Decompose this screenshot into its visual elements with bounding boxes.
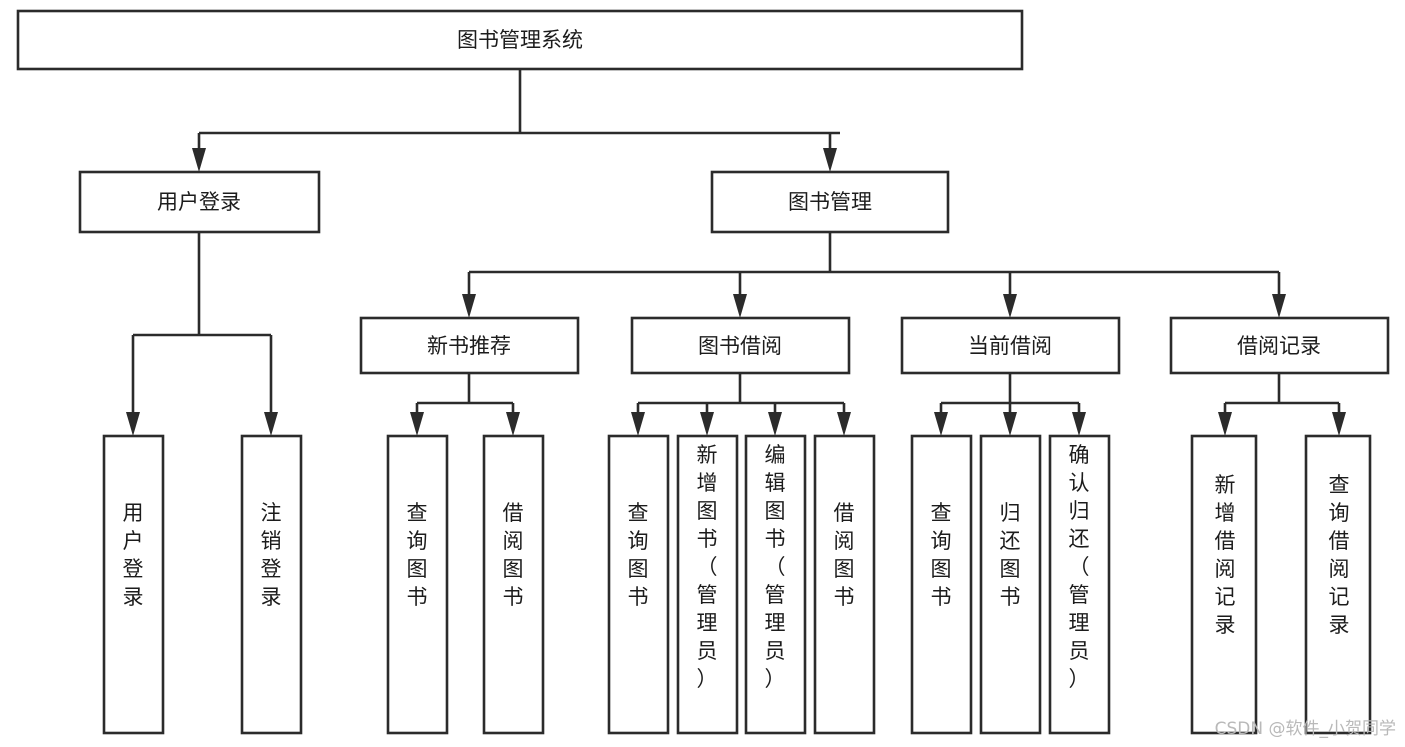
node-current-borrow-label: 当前借阅 (968, 334, 1052, 358)
node-root[interactable]: 图书管理系统 (16, 9, 1024, 71)
node-leaf-logout-login[interactable]: 注销登录 (240, 434, 303, 735)
arrow-head-book-borrow (733, 294, 747, 318)
arrow-head-leaf-add-book (700, 412, 714, 436)
arrow-head-leaf-query-book-3 (934, 412, 948, 436)
node-leaf-logout-login-label: 注销登录 (261, 501, 282, 609)
node-leaf-borrow-book-2[interactable]: 借阅图书 (813, 434, 876, 735)
node-leaf-logout-login-box[interactable] (240, 434, 303, 735)
node-leaf-return-book-box[interactable] (979, 434, 1042, 735)
arrow-head-leaf-return-book (1003, 412, 1017, 436)
arrow-head-leaf-add-record (1218, 412, 1232, 436)
arrow-head-leaf-query-book-1 (410, 412, 424, 436)
node-user-login-label: 用户登录 (157, 190, 241, 214)
node-current-borrow[interactable]: 当前借阅 (900, 316, 1121, 375)
arrow-head-leaf-borrow-book-1 (506, 412, 520, 436)
node-leaf-borrow-book-1-box[interactable] (482, 434, 545, 735)
node-new-book-recommend-box[interactable] (359, 316, 580, 375)
arrow-head-leaf-confirm-return (1072, 412, 1086, 436)
arrow-head-leaf-logout-login (264, 412, 278, 436)
node-leaf-query-book-1-label: 查询图书 (407, 501, 428, 609)
arrow-head-borrow-record (1272, 294, 1286, 318)
node-leaf-edit-book-box[interactable] (744, 434, 807, 735)
node-leaf-user-login[interactable]: 用户登录 (102, 434, 165, 735)
arrow-head-leaf-edit-book (768, 412, 782, 436)
node-book-borrow-box[interactable] (630, 316, 851, 375)
arrow-head-leaf-query-record (1332, 412, 1346, 436)
node-leaf-query-book-2[interactable]: 查询图书 (607, 434, 670, 735)
node-leaf-confirm-return-label: 确认归还（管理员） (1069, 443, 1090, 691)
arrow-head-leaf-user-login (126, 412, 140, 436)
node-leaf-query-record-label: 查询借阅记录 (1329, 473, 1350, 637)
node-leaf-query-record[interactable]: 查询借阅记录 (1304, 434, 1372, 735)
node-leaf-user-login-box[interactable] (102, 434, 165, 735)
node-leaf-add-record-label: 新增借阅记录 (1215, 473, 1236, 637)
node-book-manage-box[interactable] (710, 170, 950, 234)
node-leaf-confirm-return[interactable]: 确认归还（管理员） (1048, 434, 1111, 735)
node-root-box[interactable] (16, 9, 1024, 71)
node-new-book-recommend[interactable]: 新书推荐 (359, 316, 580, 375)
node-new-book-recommend-label: 新书推荐 (427, 334, 511, 358)
node-leaf-query-book-1[interactable]: 查询图书 (386, 434, 449, 735)
node-borrow-record-label: 借阅记录 (1237, 334, 1321, 358)
csdn-watermark: CSDN @软件_小贺同学 (1215, 719, 1396, 739)
node-leaf-borrow-book-2-box[interactable] (813, 434, 876, 735)
node-user-login[interactable]: 用户登录 (78, 170, 321, 234)
node-leaf-borrow-book-1[interactable]: 借阅图书 (482, 434, 545, 735)
node-leaf-query-book-3-label: 查询图书 (931, 501, 952, 609)
node-leaf-query-record-box[interactable] (1304, 434, 1372, 735)
arrow-head-leaf-query-book-2 (631, 412, 645, 436)
node-leaf-user-login-label: 用户登录 (123, 501, 144, 609)
node-leaf-borrow-book-1-label: 借阅图书 (503, 501, 524, 609)
node-leaf-edit-book[interactable]: 编辑图书（管理员） (744, 434, 807, 735)
node-user-login-box[interactable] (78, 170, 321, 234)
node-leaf-edit-book-label: 编辑图书（管理员） (765, 443, 786, 691)
node-leaf-query-book-3[interactable]: 查询图书 (910, 434, 973, 735)
node-borrow-record-box[interactable] (1169, 316, 1390, 375)
node-leaf-borrow-book-2-label: 借阅图书 (834, 501, 855, 609)
arrow-head-leaf-borrow-book-2 (837, 412, 851, 436)
node-leaf-confirm-return-box[interactable] (1048, 434, 1111, 735)
node-root-label: 图书管理系统 (457, 28, 583, 52)
arrow-head-current-borrow (1003, 294, 1017, 318)
node-leaf-add-record-box[interactable] (1190, 434, 1258, 735)
arrow-head-user-login (192, 148, 206, 172)
node-leaf-query-book-2-box[interactable] (607, 434, 670, 735)
node-leaf-query-book-2-label: 查询图书 (628, 501, 649, 609)
node-book-borrow-label: 图书借阅 (698, 334, 782, 358)
node-book-manage-label: 图书管理 (788, 190, 872, 214)
node-book-manage[interactable]: 图书管理 (710, 170, 950, 234)
leaf-layer: 用户登录 注销登录 查询图书 借阅图书 查询图书 新增图书（管理员） (102, 434, 1372, 735)
node-borrow-record[interactable]: 借阅记录 (1169, 316, 1390, 375)
connector-layer (126, 69, 1346, 436)
arrow-head-book-manage (823, 148, 837, 172)
node-current-borrow-box[interactable] (900, 316, 1121, 375)
node-leaf-query-book-3-box[interactable] (910, 434, 973, 735)
node-leaf-return-book[interactable]: 归还图书 (979, 434, 1042, 735)
node-leaf-add-book-label: 新增图书（管理员） (697, 443, 718, 691)
node-leaf-query-book-1-box[interactable] (386, 434, 449, 735)
node-leaf-add-book-box[interactable] (676, 434, 739, 735)
node-leaf-add-record[interactable]: 新增借阅记录 (1190, 434, 1258, 735)
node-leaf-add-book[interactable]: 新增图书（管理员） (676, 434, 739, 735)
node-leaf-return-book-label: 归还图书 (1000, 501, 1021, 609)
arrow-head-new-book-recommend (462, 294, 476, 318)
node-book-borrow[interactable]: 图书借阅 (630, 316, 851, 375)
